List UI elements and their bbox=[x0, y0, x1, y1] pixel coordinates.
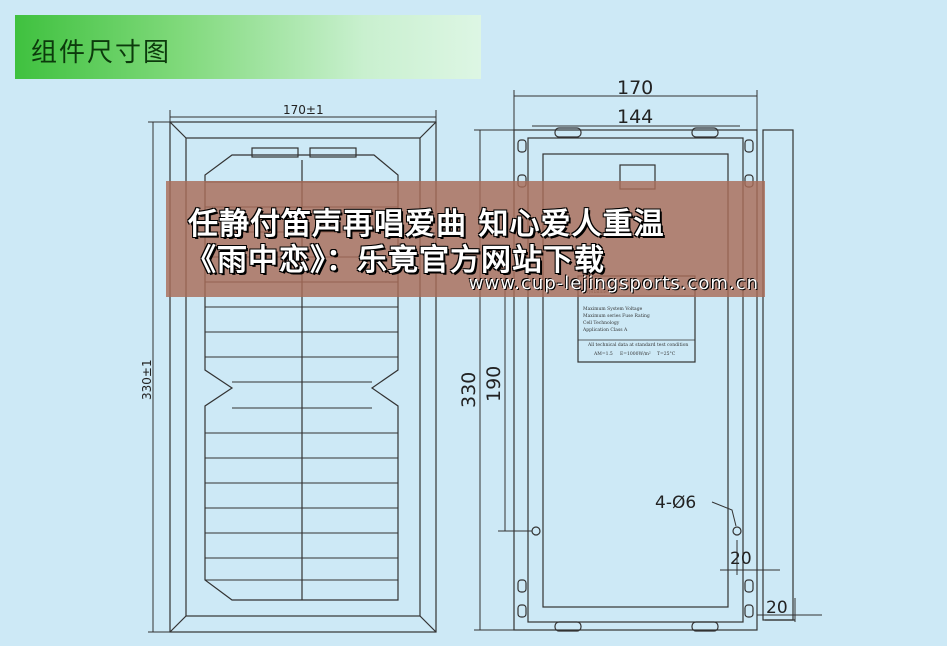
label-note: All technical data at standard test cond… bbox=[587, 342, 688, 348]
front-frame-inner bbox=[185, 137, 421, 617]
back-view bbox=[474, 90, 822, 632]
overlay-headline-2: 《雨中恋》：乐竟官方网站下载 bbox=[186, 243, 605, 278]
side-view bbox=[762, 129, 794, 621]
mount-hole-left bbox=[531, 526, 541, 536]
label-footer-3: T=25°C bbox=[657, 351, 676, 357]
back-width-outer-label: 170 bbox=[617, 77, 653, 99]
mount-hole-right bbox=[732, 526, 742, 536]
back-frame-inner bbox=[542, 153, 729, 608]
edge-offset-label-2: 20 bbox=[766, 598, 788, 618]
promo-overlay: 任静付笛声再唱爱曲 知心爱人重温 《雨中恋》：乐竟官方网站下载 www.cup-… bbox=[166, 181, 765, 297]
front-frame-outer bbox=[169, 121, 437, 633]
overlay-url: www.cup-lejingsports.com.cn bbox=[468, 273, 759, 294]
slide-title: 组件尺寸图 bbox=[31, 38, 172, 68]
label-footer-1: AM=1.5 bbox=[593, 351, 613, 357]
hole-spec-label: 4-Ø6 bbox=[655, 493, 696, 513]
front-height-label: 330±1 bbox=[140, 359, 154, 400]
back-height-inner-label: 190 bbox=[483, 366, 505, 402]
label-line-3: Maximum System Voltage bbox=[583, 306, 643, 312]
label-line-4: Maximum series Fuse Rating bbox=[583, 313, 650, 319]
back-frame-outer bbox=[513, 129, 758, 631]
edge-offset-label-1: 20 bbox=[730, 549, 752, 569]
overlay-headline-1: 任静付笛声再唱爱曲 知心爱人重温 bbox=[188, 207, 665, 242]
back-width-inner-label: 144 bbox=[617, 106, 653, 128]
label-line-6: Application Class A bbox=[582, 327, 628, 333]
front-tab-left bbox=[251, 147, 299, 158]
front-width-label: 170±1 bbox=[283, 103, 324, 117]
slide-title-bar: 组件尺寸图 bbox=[15, 15, 481, 79]
label-line-5: Cell Technology bbox=[583, 320, 620, 326]
back-height-outer-label: 330 bbox=[458, 372, 480, 408]
back-frame-mid bbox=[527, 137, 744, 623]
front-tab-right bbox=[309, 147, 357, 158]
label-footer-2: E=1000W/m² bbox=[620, 351, 651, 357]
